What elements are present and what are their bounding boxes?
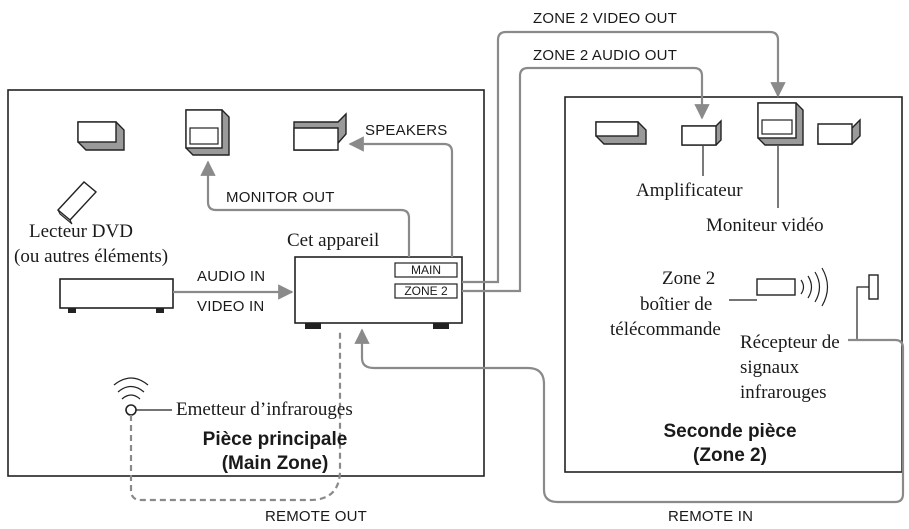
dvd-remote-icon	[56, 181, 98, 225]
main-room-title-line2: (Main Zone)	[221, 452, 329, 474]
label-remote-out: REMOTE OUT	[265, 508, 367, 525]
second-room-title-line1: Seconde pièce	[663, 421, 797, 442]
label-video-monitor: Moniteur vidéo	[706, 215, 824, 236]
remote-out-cable	[129, 330, 342, 502]
label-ir-receiver-line2: signaux	[740, 357, 800, 378]
cables	[129, 30, 905, 504]
zone2-video-cable	[462, 30, 786, 284]
receiver-zone2-tag: ZONE 2	[404, 284, 448, 298]
ir-receiver-device	[848, 274, 879, 341]
zone2-remote-device	[729, 267, 829, 307]
label-this-unit: Cet appareil	[287, 230, 380, 251]
main-center-speaker	[185, 109, 230, 156]
label-speakers: SPEAKERS	[365, 122, 448, 139]
label-zone2-audio-out: ZONE 2 AUDIO OUT	[533, 47, 678, 64]
main-room-title-line1: Pièce principale	[202, 429, 348, 450]
speakers-cable	[348, 136, 454, 257]
receiver-main-tag: MAIN	[411, 263, 441, 277]
video-monitor-device	[757, 102, 804, 146]
second-room-frame	[564, 96, 903, 473]
label-audio-in: AUDIO IN	[197, 268, 266, 285]
remote-in-cable	[354, 328, 905, 504]
receiver-unit	[294, 256, 463, 329]
second-room-title: Seconde pièce (Zone 2)	[630, 420, 830, 468]
ir-emitter-device	[113, 377, 172, 416]
label-zone2-video-out: ZONE 2 VIDEO OUT	[533, 10, 678, 27]
dvd-player-box	[59, 278, 174, 313]
zone2-audio-cable	[462, 66, 710, 293]
monitor-out-cable	[200, 160, 411, 257]
zone2-right-speaker	[817, 118, 861, 145]
label-ir-receiver-line1: Récepteur de	[740, 332, 840, 353]
label-ir-receiver-line3: infrarouges	[740, 382, 827, 403]
label-ir-emitter: Emetteur d’infrarouges	[176, 399, 353, 420]
label-dvd-line1: Lecteur DVD	[29, 221, 133, 242]
main-room-title: Pièce principale (Main Zone)	[170, 428, 380, 476]
label-monitor-out: MONITOR OUT	[226, 189, 335, 206]
label-remote-line1: Zone 2	[662, 268, 716, 289]
main-right-speaker	[293, 112, 347, 151]
second-room-title-line2: (Zone 2)	[693, 444, 767, 466]
label-amplifier: Amplificateur	[636, 180, 743, 201]
label-video-in: VIDEO IN	[197, 298, 265, 315]
label-remote-in: REMOTE IN	[668, 508, 754, 525]
label-remote-line3: télécommande	[610, 319, 721, 340]
zone2-left-speaker	[595, 121, 647, 145]
label-dvd-line2: (ou autres éléments)	[14, 246, 169, 267]
main-left-speaker	[77, 121, 125, 151]
amplifier-device	[681, 119, 722, 146]
label-remote-line2: boîtier de	[640, 294, 713, 315]
